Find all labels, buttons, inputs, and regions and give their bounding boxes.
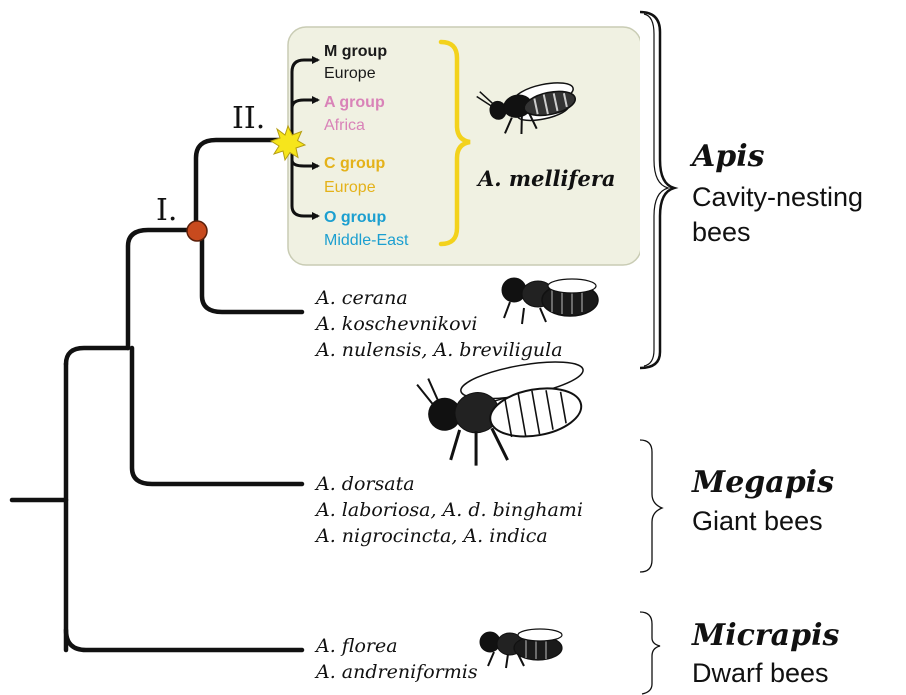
apis-brace <box>640 12 674 368</box>
dorsata-species-line-2: A. laboriosa, A. d. binghami <box>314 499 583 521</box>
giant-bee-icon <box>416 352 596 473</box>
megapis-desc-line-1: Giant bees <box>692 506 823 536</box>
branch-apis-megapis-split <box>128 230 302 484</box>
node-two-label: II. <box>232 101 265 136</box>
megapis-genus-label: Megapis <box>691 465 834 500</box>
node-one-label: I. <box>156 193 177 228</box>
dorsata-species-line-1: A. dorsata <box>314 473 415 495</box>
dwarf-bee-icon <box>480 629 562 668</box>
apis-genus-label: Apis <box>689 139 765 174</box>
a-group-name: A group <box>324 94 385 111</box>
o-group-region: Middle-East <box>324 232 409 249</box>
cerana-bee-icon <box>502 278 598 324</box>
branch-to-micrapis <box>66 348 302 650</box>
mellifera-label: A. mellifera <box>476 166 616 191</box>
cerana-species-line-2: A. koschevnikovi <box>314 313 477 335</box>
node-one-dot <box>187 221 207 241</box>
megapis-brace <box>640 440 662 572</box>
micrapis-desc-line-1: Dwarf bees <box>692 658 829 688</box>
o-group-name: O group <box>324 209 386 226</box>
branch-apis-split <box>196 140 302 312</box>
micrapis-brace <box>640 612 660 694</box>
dorsata-species-line-3: A. nigrocincta, A. indica <box>314 525 548 547</box>
m-group-name: M group <box>324 43 387 60</box>
c-group-region: Europe <box>324 179 376 196</box>
florea-species-line-2: A. andreniformis <box>314 661 478 683</box>
cerana-species-line-3: A. nulensis, A. breviligula <box>314 339 563 361</box>
apis-desc-line-1: Cavity-nesting <box>692 182 863 212</box>
a-group-region: Africa <box>324 117 365 134</box>
c-group-name: C group <box>324 155 386 172</box>
cerana-species-line-1: A. cerana <box>314 287 408 309</box>
m-group-region: Europe <box>324 65 376 82</box>
florea-species-line-1: A. florea <box>314 635 398 657</box>
apis-desc-line-2: bees <box>692 217 751 247</box>
micrapis-genus-label: Micrapis <box>691 618 839 653</box>
